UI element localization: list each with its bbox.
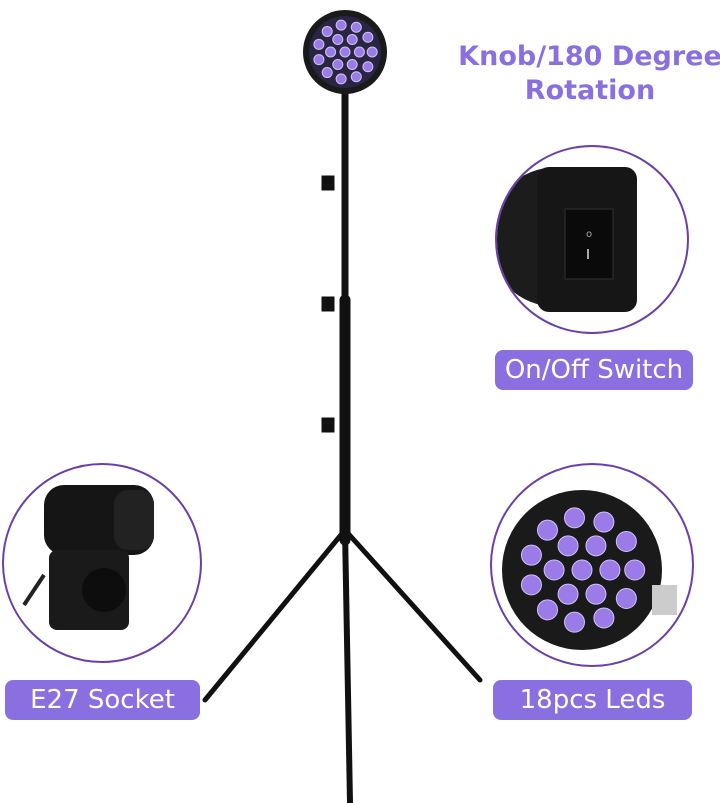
switch-icon: o <box>497 167 637 312</box>
led <box>350 71 362 83</box>
led <box>362 61 374 73</box>
led <box>615 531 637 553</box>
led <box>332 34 344 46</box>
knob-2 <box>321 296 335 312</box>
led <box>557 535 579 557</box>
switch-detail-circle: o <box>495 145 689 334</box>
led <box>585 535 607 557</box>
tripod-leg-left <box>202 527 348 703</box>
switch-label: On/Off Switch <box>495 350 693 390</box>
led <box>335 73 347 85</box>
knob-3 <box>321 417 335 433</box>
led <box>362 31 374 43</box>
led <box>313 54 325 66</box>
led <box>346 58 358 70</box>
led <box>615 587 637 609</box>
led <box>593 511 615 533</box>
led <box>321 25 333 37</box>
led <box>543 559 565 581</box>
rotation-title: Knob/180 Degree Rotation <box>458 41 720 106</box>
tripod-leg-right <box>342 527 483 683</box>
led <box>536 519 558 541</box>
knob-1 <box>321 175 335 191</box>
led <box>520 544 542 566</box>
socket-label: E27 Socket <box>5 680 200 720</box>
led <box>624 559 646 581</box>
led-bulb-icon <box>502 490 677 650</box>
led <box>593 607 615 629</box>
led <box>335 19 347 31</box>
led <box>564 611 586 633</box>
socket-icon <box>22 485 154 630</box>
led <box>571 559 593 581</box>
led <box>339 46 351 58</box>
led <box>350 21 362 33</box>
led <box>321 67 333 79</box>
led <box>313 38 325 50</box>
socket-detail-circle <box>2 463 202 663</box>
led <box>520 574 542 596</box>
led <box>346 34 358 46</box>
led <box>564 507 586 529</box>
leds-detail-circle <box>490 463 694 667</box>
svg-text:o: o <box>586 229 592 240</box>
led <box>325 46 337 58</box>
led <box>557 583 579 605</box>
led <box>353 46 365 58</box>
tripod-leg-center <box>342 527 353 803</box>
led <box>332 58 344 70</box>
led <box>599 559 621 581</box>
led <box>366 46 378 58</box>
led <box>536 599 558 621</box>
led <box>585 583 607 605</box>
leds-label: 18pcs Leds <box>493 680 692 720</box>
